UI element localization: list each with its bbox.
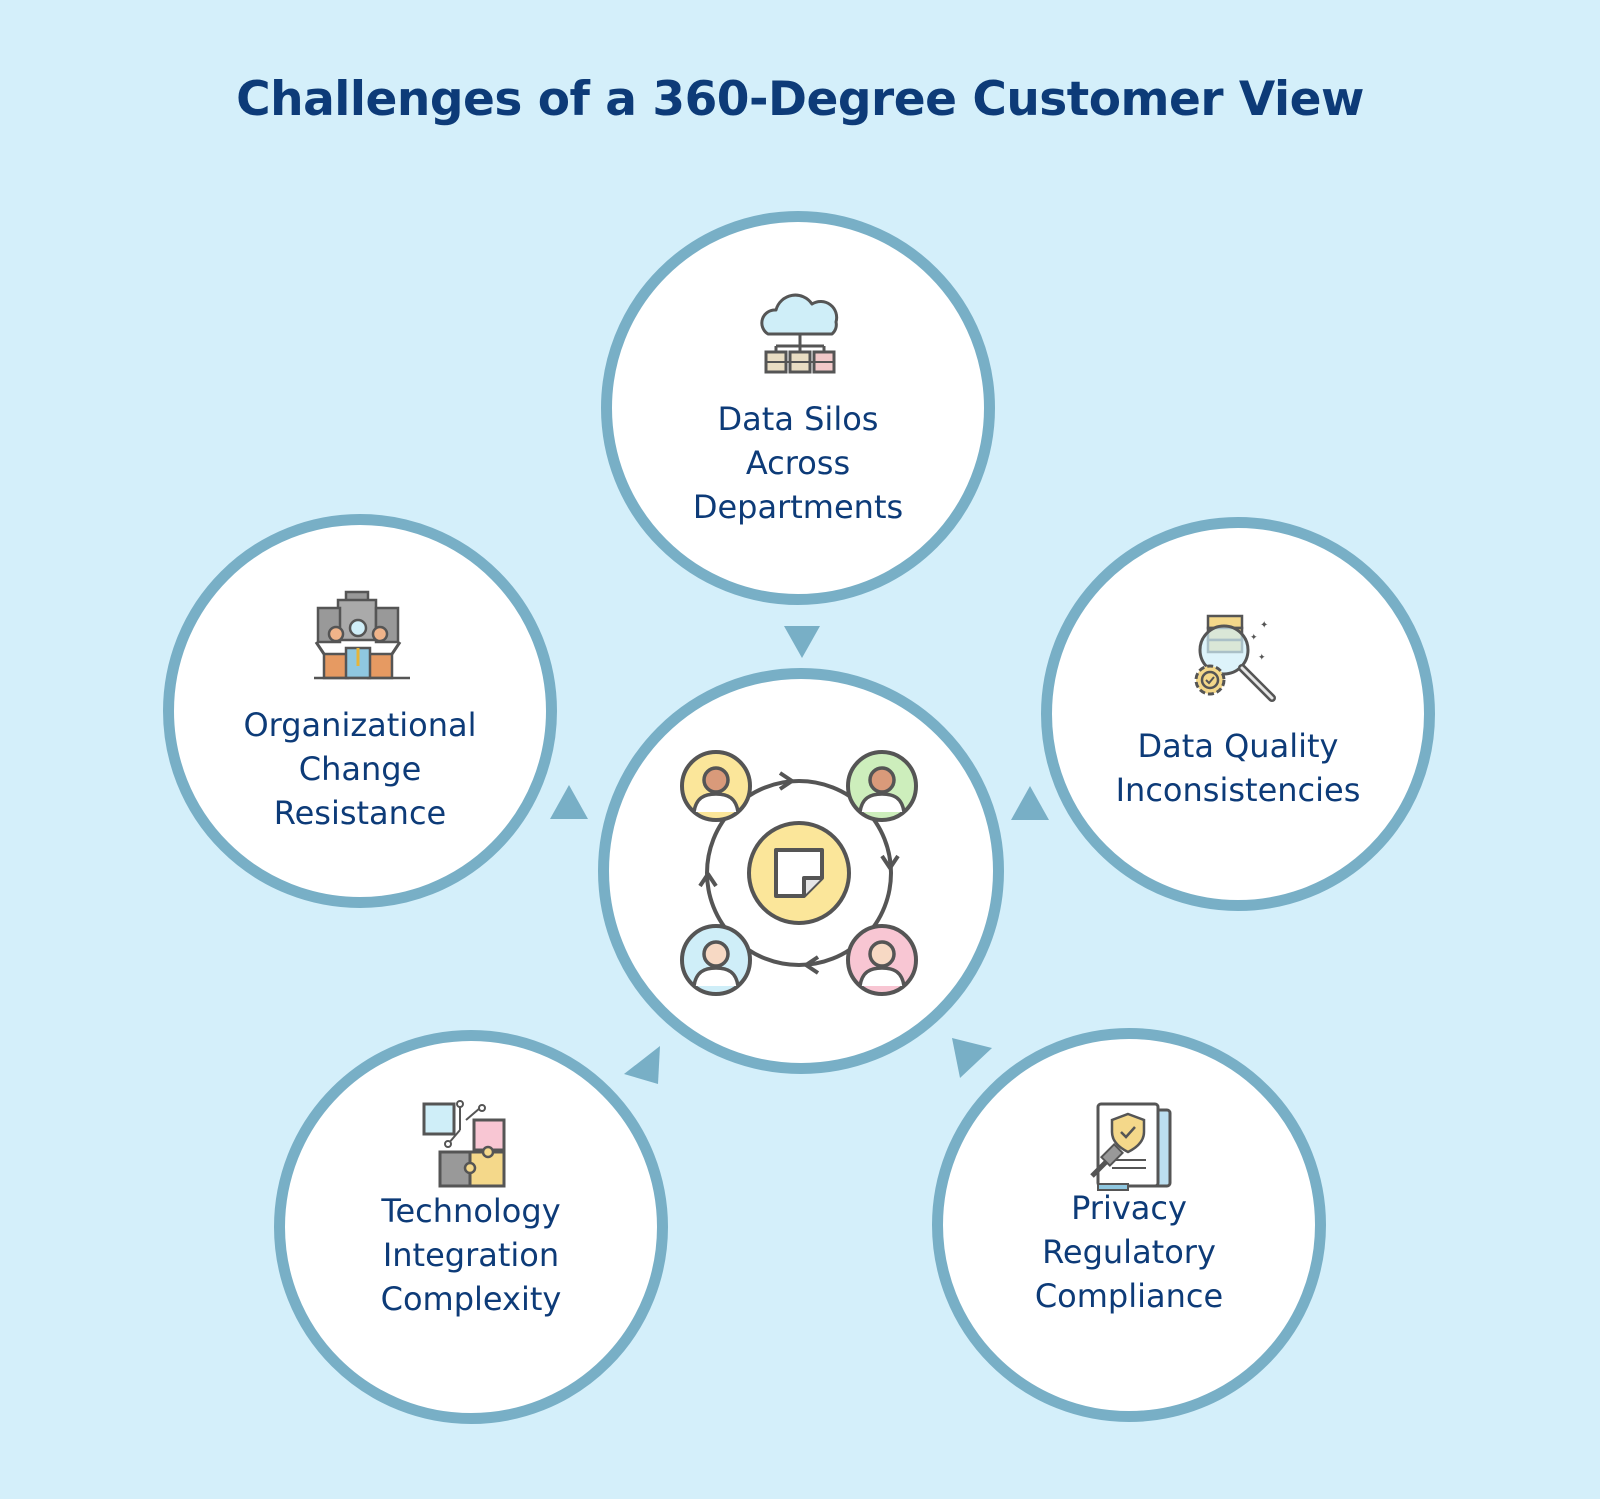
label-line: Change [298,750,422,788]
arrow-triangle-bottom-left [624,1046,660,1084]
svg-text:✦: ✦ [1260,620,1268,631]
challenge-circle-data-silos [601,211,995,605]
challenge-label-organizational: Organizational Change Resistance [171,703,549,835]
arrow-triangle-bottom-right [952,1038,992,1078]
challenge-label-data-quality: Data Quality Inconsistencies [1058,724,1418,812]
challenge-circle-privacy [932,1028,1326,1422]
label-line: Resistance [273,794,447,832]
label-line: Integration [382,1236,560,1274]
person-avatar-blue [680,924,752,996]
label-line: Across [745,444,851,482]
page-title: Challenges of a 360-Degree Customer View [236,72,1364,127]
arrow-up-triangle-right [1011,786,1049,820]
puzzle-integration-icon [422,1100,506,1188]
label-line: Privacy [1071,1189,1187,1227]
challenge-circle-technology [274,1030,668,1424]
cloud-network-icon [760,293,839,374]
challenge-circle-organizational [163,514,557,908]
legal-compliance-document-icon [1090,1102,1172,1191]
label-line: Inconsistencies [1115,771,1361,809]
arrow-down-triangle [784,626,820,658]
label-line: Regulatory [1042,1233,1216,1271]
label-line: Data Quality [1137,727,1339,765]
organization-team-icon [314,590,410,680]
label-line: Complexity [380,1280,562,1318]
person-avatar-pink [846,924,918,996]
data-quality-search-icon: ✦ ✦ ✦ [1194,614,1276,702]
label-line: Organizational [243,706,477,744]
person-avatar-green [846,750,918,822]
challenge-label-data-silos: Data Silos Across Departments [620,397,976,529]
svg-text:✦: ✦ [1250,633,1258,643]
label-line: Data Silos [717,400,879,438]
label-line: Compliance [1034,1277,1224,1315]
svg-text:✦: ✦ [1258,653,1266,663]
challenge-label-privacy: Privacy Regulatory Compliance [951,1186,1307,1318]
person-avatar-yellow [680,750,752,822]
customer-collaboration-cycle-icon [680,750,918,996]
arrow-up-triangle-left [550,785,588,819]
label-line: Departments [692,488,904,526]
challenge-circle-data-quality [1041,517,1435,911]
label-line: Technology [381,1192,561,1230]
challenge-label-technology: Technology Integration Complexity [293,1189,649,1321]
